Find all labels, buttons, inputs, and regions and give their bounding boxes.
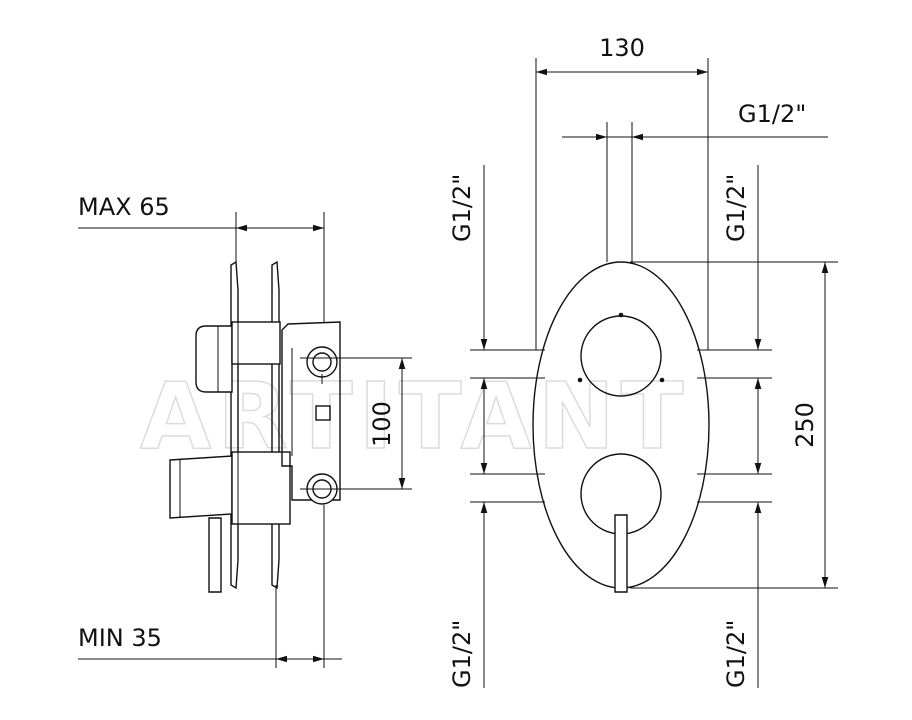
plate-height-label: 250 [791,402,819,448]
front-view: 130 G1/2" 250 [448,34,838,688]
outer-plate [230,260,239,590]
min-depth-label: MIN 35 [78,624,162,652]
thread-top-label: G1/2" [738,100,806,128]
thread-right-upper-label: G1/2" [722,174,750,242]
upper-outlet [306,346,338,378]
upper-knob [195,325,233,393]
valve-body [281,321,341,501]
centers-label: 100 [368,401,396,447]
inner-plate [271,260,280,590]
lower-knob [169,455,233,519]
valve-port [315,405,331,421]
side-view: MAX 65 MIN 35 [78,193,412,668]
max-depth-label: MAX 65 [78,193,170,221]
plate-width-label: 130 [599,34,645,62]
thread-left-upper-label: G1/2" [448,174,476,242]
front-lever [614,514,628,593]
thread-right-lower-label: G1/2" [722,620,750,688]
thread-left-lower-label: G1/2" [448,620,476,688]
lever-handle [208,517,222,593]
